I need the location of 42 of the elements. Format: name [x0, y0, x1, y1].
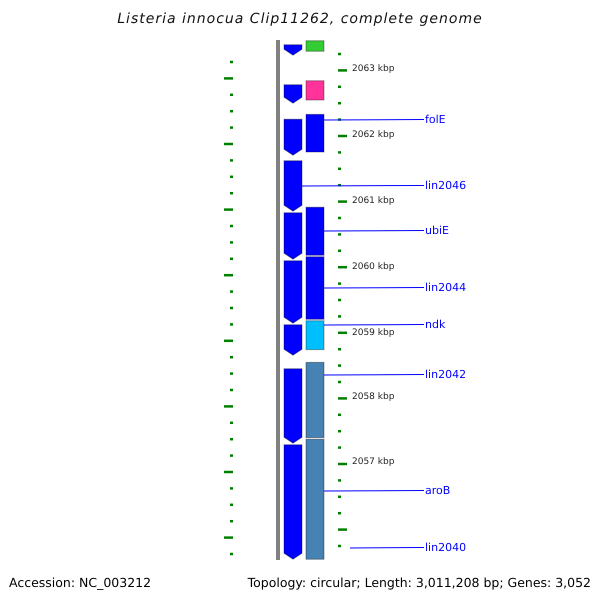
gene-feature — [306, 256, 324, 320]
gene-feature — [284, 118, 302, 156]
gene-label: lin2044 — [425, 282, 466, 293]
gene-label: folE — [425, 114, 446, 125]
gene-feature — [284, 368, 302, 444]
gene-label: lin2042 — [425, 369, 466, 380]
gene-feature — [284, 444, 302, 560]
gene-feature — [306, 40, 324, 52]
gene-feature — [306, 320, 324, 350]
position-label: 2061 kbp — [352, 197, 394, 206]
leader-line — [324, 287, 424, 288]
leader-line — [350, 547, 424, 548]
position-label: 2059 kbp — [352, 328, 394, 338]
gene-label: aroB — [425, 485, 450, 496]
leader-line — [324, 230, 424, 232]
gene-feature — [284, 212, 302, 260]
gene-feature — [306, 362, 324, 438]
gene-feature — [306, 438, 324, 560]
title: Listeria innocua Clip11262, complete genome — [116, 12, 484, 26]
leader-line — [324, 324, 424, 326]
position-label: 2063 kbp — [352, 65, 394, 74]
gene-feature — [284, 324, 302, 356]
position-label: 2057 kbp — [352, 458, 394, 468]
gene-label: ubiE — [425, 225, 449, 236]
position-label: 2062 kbp — [352, 131, 394, 140]
leader-line — [324, 374, 424, 376]
leader-line — [302, 185, 424, 186]
gene-feature — [306, 114, 324, 152]
gene-label: lin2040 — [425, 542, 466, 553]
gene-feature — [306, 80, 324, 100]
position-label: 2060 kbp — [352, 263, 394, 272]
gene-feature — [306, 206, 324, 256]
accession-label: Accession: NC_003212 — [9, 576, 152, 589]
leader-line — [324, 490, 424, 492]
gene-label: ndk — [425, 319, 446, 330]
genome-info-label: Topology: circular; Length: 3,011,208 bp; Genes: 3,052 — [248, 576, 591, 589]
gene-label: lin2046 — [425, 180, 466, 191]
gene-feature — [284, 44, 302, 56]
gene-feature — [284, 160, 302, 212]
position-label: 2058 kbp — [352, 392, 394, 402]
leader-line — [324, 119, 424, 120]
gene-feature — [284, 84, 302, 104]
